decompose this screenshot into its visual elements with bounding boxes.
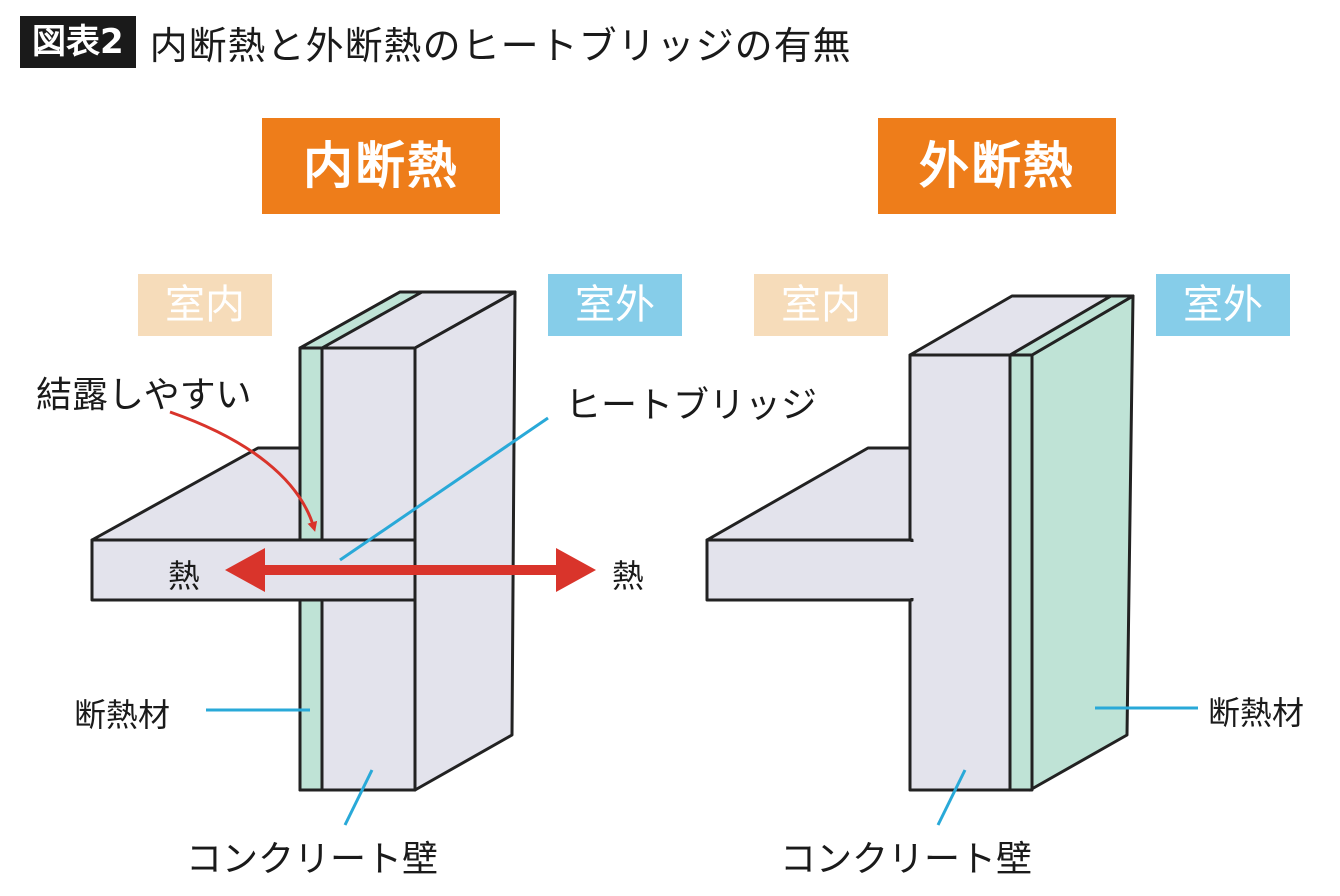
figure-header: 図表2 内断熱と外断熱のヒートブリッジの有無: [20, 14, 852, 70]
heat-label-outside: 熱: [612, 557, 645, 595]
insulation-label-external: 断熱材: [1208, 694, 1305, 732]
wall-side-face: [413, 290, 517, 792]
condensation-arrow: [169, 410, 318, 532]
panel-title-internal: 内断熱: [262, 118, 500, 214]
ext-insulation-top: [1008, 294, 1135, 357]
ext-wall-front: [908, 353, 1012, 792]
insulation-strip-lower: [298, 598, 324, 792]
slab-joint-fill: [908, 542, 914, 598]
insulation-strip-top: [298, 290, 424, 350]
indoor-tag-external: 室内: [754, 274, 888, 336]
wall-leader-left: [343, 769, 374, 826]
heat-bridge-leader: [339, 416, 549, 562]
condensation-label: 結露しやすい: [36, 375, 252, 416]
heat-bridge-label: ヒートブリッジ: [565, 385, 818, 426]
ext-slab-top-face: [705, 446, 912, 542]
insulation-strip-upper: [298, 346, 324, 542]
wall-label-external: コンクリート壁: [780, 839, 1033, 880]
wall-label-internal: コンクリート壁: [186, 839, 439, 880]
heat-flow-arrow: [225, 548, 596, 592]
wall-leader-right: [936, 769, 967, 826]
figure-title: 内断熱と外断熱のヒートブリッジの有無: [149, 23, 852, 68]
indoor-tag-internal: 室内: [138, 274, 272, 336]
figure-badge: 図表2: [20, 16, 136, 68]
slab-top-face: [90, 446, 302, 542]
ext-insulation-front: [1008, 353, 1034, 792]
outdoor-tag-external: 室外: [1156, 274, 1290, 336]
ext-slab-front-face: [705, 538, 914, 602]
heat-arrowhead-left: [225, 548, 265, 592]
external-insulation-drawing: [705, 294, 1135, 792]
ext-insulation-side-face: [1028, 294, 1135, 792]
insulation-label-internal: 断熱材: [74, 696, 171, 734]
panel-title-external: 外断熱: [878, 118, 1116, 214]
heat-label-inside: 熱: [168, 557, 201, 595]
heat-arrowhead-right: [556, 548, 596, 592]
outdoor-tag-internal: 室外: [548, 274, 682, 336]
